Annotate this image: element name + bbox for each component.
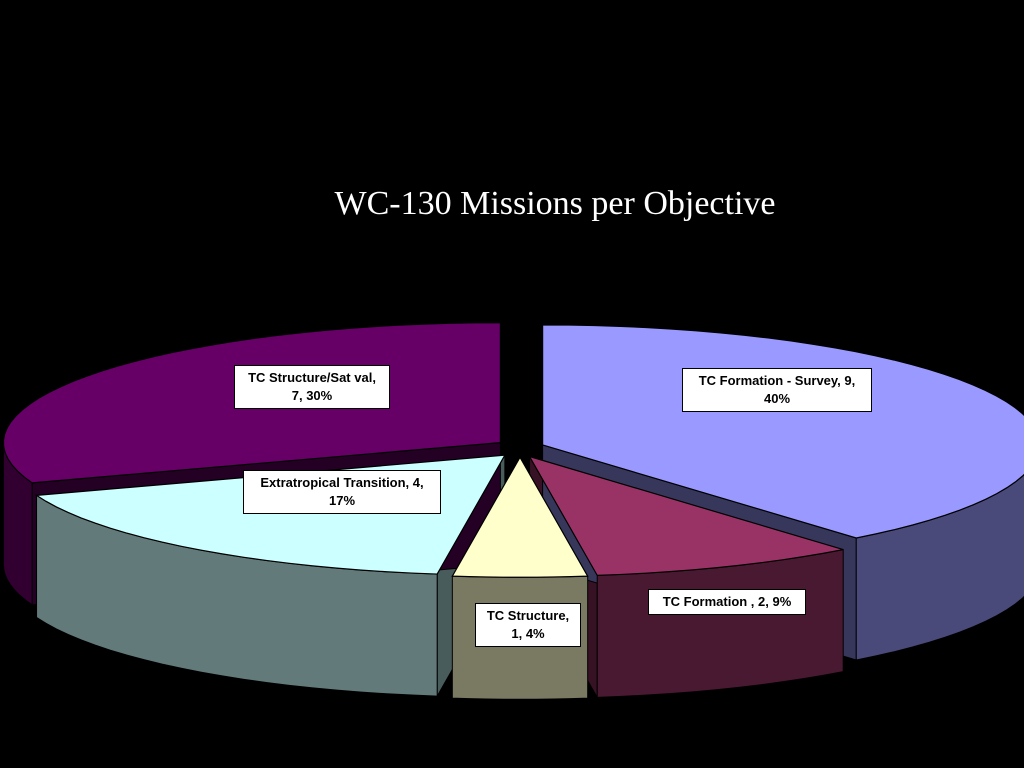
data-label-text: 17%: [328, 493, 356, 508]
data-label-text: Extratropical Transition, 4,: [260, 475, 424, 490]
data-label-tc-structure: TC Structure, 1, 4%: [475, 603, 581, 647]
data-label-tc-structure-sat-val: TC Structure/Sat val, 7, 30%: [234, 365, 390, 409]
data-label-text: TC Formation , 2, 9%: [662, 594, 792, 609]
pie-slice-tc-formation: [528, 455, 844, 577]
pie-slice-tc-formation-survey: [542, 324, 1024, 539]
data-label-text: 1, 4%: [511, 626, 545, 641]
chart-title: WC-130 Missions per Objective: [334, 185, 776, 222]
data-label-text: 40%: [763, 391, 791, 406]
data-label-text: 7, 30%: [291, 388, 333, 403]
pie-slice-tc-structure: [451, 456, 589, 578]
data-label-text: TC Structure,: [486, 608, 570, 623]
data-label-extratropical-transition: Extratropical Transition, 4, 17%: [243, 470, 441, 514]
data-label-tc-formation-survey: TC Formation - Survey, 9, 40%: [682, 368, 872, 412]
data-label-text: TC Formation - Survey, 9,: [698, 373, 856, 388]
data-label-tc-formation: TC Formation , 2, 9%: [648, 589, 806, 615]
data-label-text: TC Structure/Sat val,: [248, 370, 376, 385]
